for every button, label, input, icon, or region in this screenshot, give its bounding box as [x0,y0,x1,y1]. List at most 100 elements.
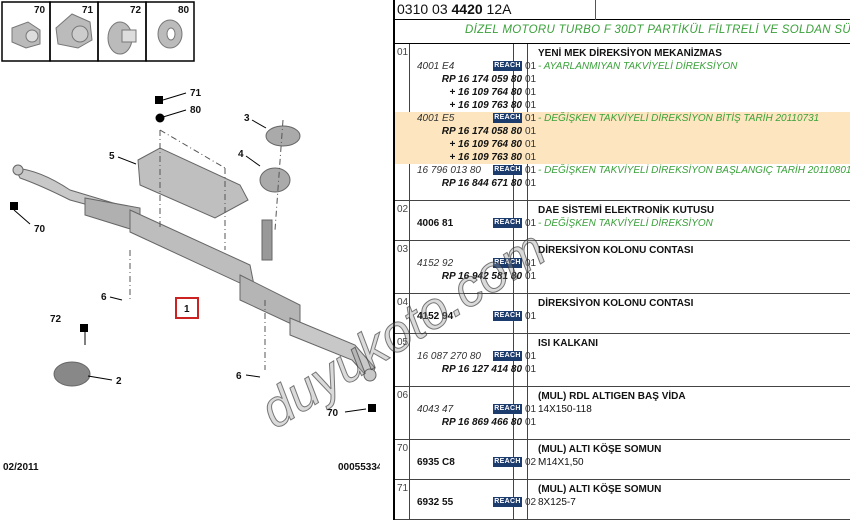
exploded-parts-diagram: 70 71 72 80 [0,0,383,490]
reach-badge[interactable]: REACH [493,497,522,507]
quantity: 01 [525,165,537,176]
part-title: (MUL) RDL ALTIGEN BAŞ VİDA [538,391,686,402]
part-reference[interactable]: 4006 81 [417,218,454,229]
part-reference[interactable]: 4152 94 [417,311,454,322]
reach-badge[interactable]: REACH [493,404,522,414]
part-title: ISI KALKANI [538,338,598,349]
part-reference[interactable]: + 16 109 763 80 [449,152,522,163]
quantity: 01 [525,74,537,85]
part-reference[interactable]: RP 16 942 581 80 [441,271,522,282]
part-title: DAE SİSTEMİ ELEKTRONİK KUTUSU [538,205,715,216]
item-number: 71 [397,483,409,494]
quantity: 01 [525,126,537,137]
legend-label-70: 70 [34,5,46,16]
item-number: 03 [397,244,409,255]
part-note: - DEĞİŞKEN TAKVİYELİ DİREKSİYON BAŞLANGI… [538,165,850,176]
item-number: 04 [397,297,409,308]
callout-1: 1 [184,304,190,315]
callout-5: 5 [109,151,115,162]
quantity: 01 [525,87,537,98]
part-reference[interactable]: RP 16 127 414 80 [441,364,522,375]
part-reference[interactable]: 4001 E4 [417,61,455,72]
part-reference[interactable]: + 16 109 764 80 [449,139,522,150]
legend-label-80: 80 [178,5,190,16]
part-reference[interactable]: 4043 47 [417,404,454,415]
quantity: 01 [525,61,537,72]
reach-badge[interactable]: REACH [493,113,522,123]
quantity: 01 [525,271,537,282]
title-line: YENİ MEK DİREKSİYON MEKANİZMAS [395,47,850,60]
quantity: 01 [525,417,537,428]
part-reference[interactable]: RP 16 844 671 80 [441,178,522,189]
drawing-number: 00055334 [338,462,380,473]
part-reference[interactable]: RP 16 869 466 80 [441,417,522,428]
part-reference[interactable]: RP 16 174 059 80 [441,74,522,85]
reach-badge[interactable]: REACH [493,61,522,71]
title-line: (MUL) RDL ALTIGEN BAŞ VİDA [395,390,850,403]
reach-badge[interactable]: REACH [493,351,522,361]
part-reference[interactable]: 16 087 270 80 [417,351,481,362]
title-line: DİREKSİYON KOLONU CONTASI [395,297,850,310]
quantity: 02 [525,497,537,508]
callout-80: 80 [190,105,202,116]
title-line: (MUL) ALTI KÖŞE SOMUN [395,443,850,456]
part-reference[interactable]: 4152 92 [417,258,454,269]
callout-70b: 70 [327,408,339,419]
column-divider [527,334,528,386]
reach-badge[interactable]: REACH [493,311,522,321]
reach-badge[interactable]: REACH [493,258,522,268]
legend-label-71: 71 [82,5,94,16]
part-reference[interactable]: 6935 C8 [417,457,455,468]
part-reference[interactable]: RP 16 174 058 80 [441,126,522,137]
reach-badge[interactable]: REACH [493,165,522,175]
part-reference[interactable]: + 16 109 764 80 [449,87,522,98]
legend-boxes [1,1,195,62]
part-reference[interactable]: 16 796 013 80 [417,165,481,176]
part-note: - DEĞİŞKEN TAKVİYELİ DİREKSİYON BİTİŞ TA… [538,113,820,124]
code-prefix: 0310 03 [397,1,452,17]
part-reference[interactable]: 4001 E5 [417,113,455,124]
quantity: 01 [525,139,537,150]
quantity: 01 [525,351,537,362]
part-reference[interactable]: + 16 109 763 80 [449,100,522,111]
part-title: DİREKSİYON KOLONU CONTASI [538,298,694,309]
engine-variant-title: DİZEL MOTORU TURBO F 30DT PARTİKÜL FİLTR… [393,20,850,44]
callout-72: 72 [50,314,62,325]
part-title: DİREKSİYON KOLONU CONTASI [538,245,694,256]
title-line: DAE SİSTEMİ ELEKTRONİK KUTUSU [395,204,850,217]
reach-badge[interactable]: REACH [493,218,522,228]
part-note: M14X1,50 [538,457,584,468]
title-line: ISI KALKANI [395,337,850,350]
callout-1-highlight-box [175,297,199,319]
quantity: 02 [525,457,537,468]
reach-badge[interactable]: REACH [493,457,522,467]
